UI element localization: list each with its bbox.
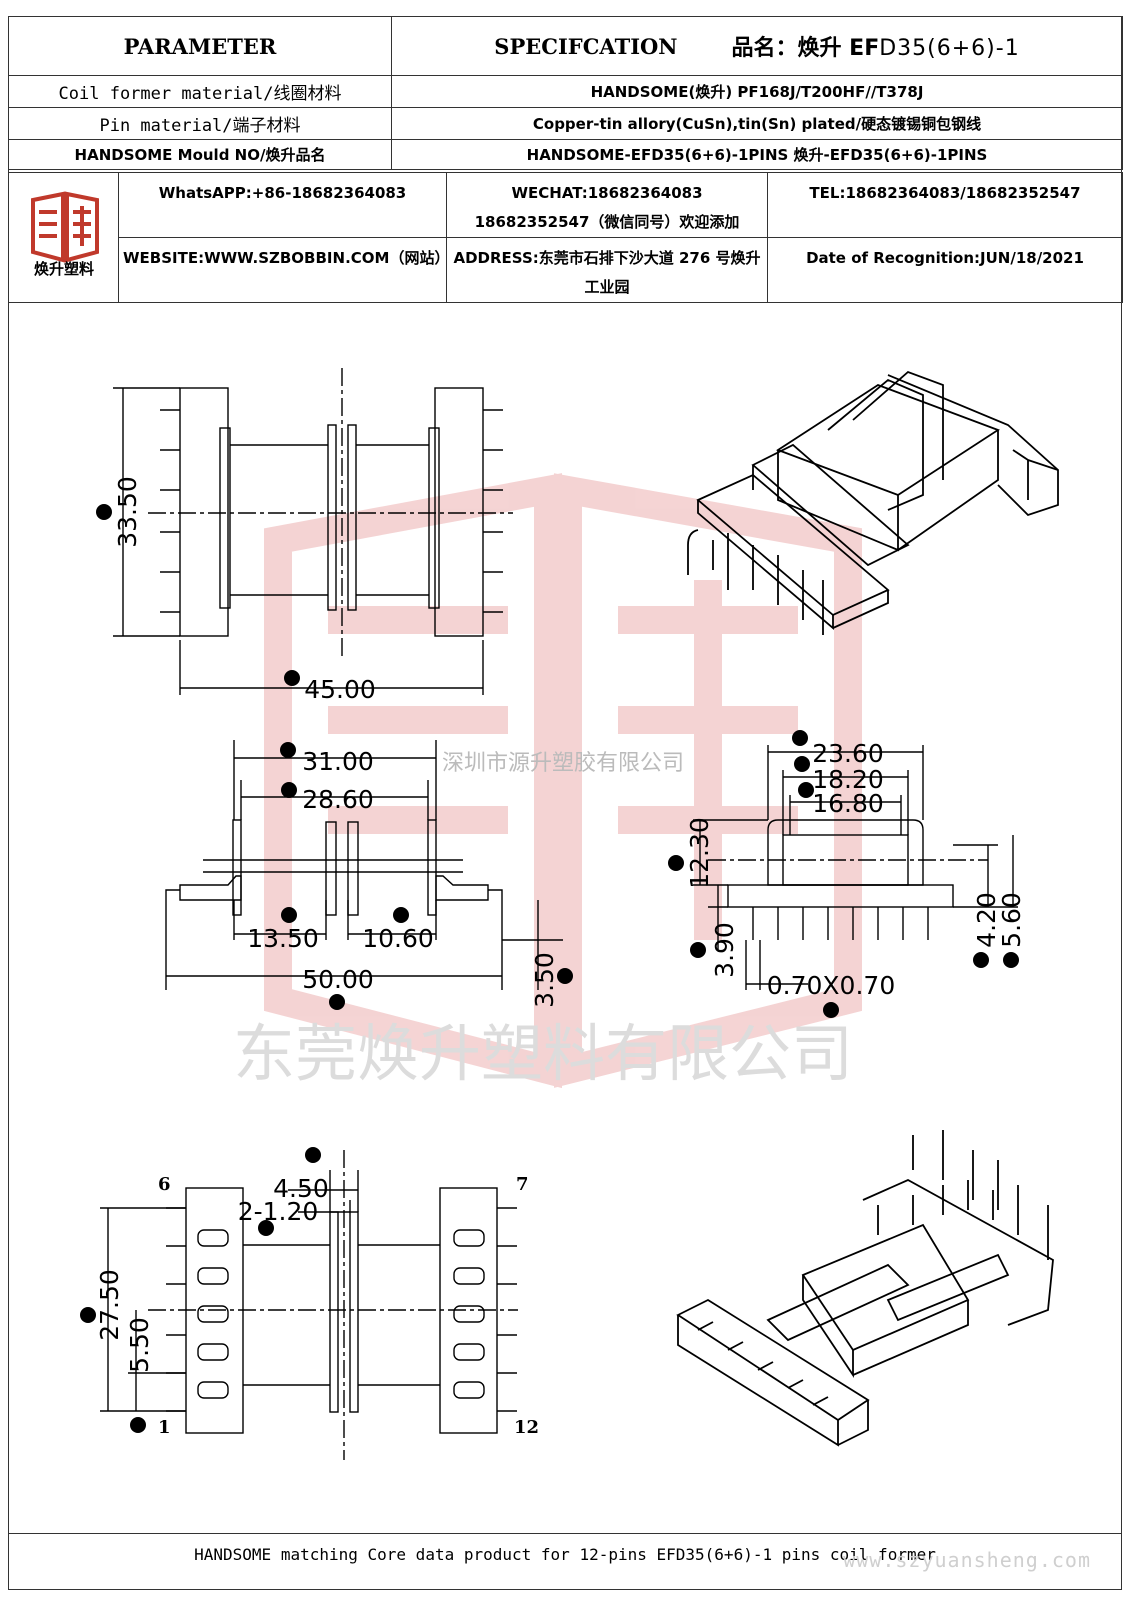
company-info-table: 焕升塑料 WhatsAPP:+86-18682364083 WECHAT:186…	[8, 172, 1123, 303]
coil-material-label: Coil former material/线圈材料	[8, 75, 392, 108]
bottom-view	[100, 1150, 518, 1460]
pin-number-labels: 6 7 1 12	[158, 1174, 539, 1438]
iso-view-top	[687, 370, 1059, 635]
title-row: PARAMETER SPECIFCATION 品名：焕升 EFD35(6+6)-…	[8, 16, 1123, 76]
pin-label-6: 6	[158, 1174, 171, 1195]
dim-m: 16.80	[812, 789, 884, 818]
dim-c: 31.00	[302, 747, 374, 776]
table-row: HANDSOME Mould NO/焕升品名 HANDSOME-EFD35(6+…	[8, 139, 1123, 170]
dim-f: 10.60	[362, 924, 434, 953]
dim-pin: 0.70X0.70	[767, 971, 895, 1000]
dim-l: 18.20	[812, 765, 884, 794]
plan-pins-left	[160, 409, 180, 613]
watermark-url: www.szyuansheng.com	[843, 1548, 1091, 1572]
logo-text: 焕升塑料	[33, 260, 93, 276]
dim-d: 28.60	[302, 785, 374, 814]
dim-b: 45.00	[304, 675, 376, 704]
footer-note: HANDSOME matching Core data product for …	[8, 1533, 1122, 1576]
technical-drawing: 深圳市源升塑胶有限公司 东莞焕升塑料有限公司	[80, 368, 1059, 1460]
whatsapp: WhatsAPP:+86-18682364083	[118, 172, 447, 238]
iso-view-bottom	[676, 1130, 1054, 1447]
dim-h: 3.50	[530, 952, 559, 1008]
recognition-date: Date of Recognition:JUN/18/2021	[767, 237, 1123, 303]
website: WEBSITE:WWW.SZBOBBIN.COM（网站）	[118, 237, 449, 303]
dim-q: 4.50	[273, 1174, 329, 1203]
specification-heading: SPECIFCATION 品名：焕升 EFD35(6+6)-1	[391, 16, 1123, 76]
dim-n: 3.90	[710, 922, 739, 978]
mould-no-value: HANDSOME-EFD35(6+6)-1PINS 焕升-EFD35(6+6)-…	[391, 139, 1123, 170]
dimension-markers	[80, 504, 1019, 1433]
dimension-labels: 33.50 45.00 31.00 28.60 13.50 10.60 50.0…	[95, 476, 1026, 1373]
product-name: 品名：焕升 EFD35(6+6)-1	[731, 36, 1020, 61]
address: ADDRESS:东莞市石排下沙大道 276 号焕升工业园	[446, 237, 768, 303]
pin-material-label: Pin material/端子材料	[8, 107, 392, 140]
plan-pins-right	[483, 409, 503, 613]
plan-view	[113, 368, 513, 695]
side-view	[693, 745, 1018, 990]
parameter-heading: PARAMETER	[8, 16, 392, 76]
pin-material-value: Copper-tin allory(CuSn),tin(Sn) plated/硬…	[391, 107, 1123, 140]
parameter-table: PARAMETER SPECIFCATION 品名：焕升 EFD35(6+6)-…	[8, 16, 1123, 170]
coil-material-value: HANDSOME(焕升) PF168J/T200HF//T378J	[391, 75, 1123, 108]
dim-e: 13.50	[247, 924, 319, 953]
watermark-logo	[264, 473, 862, 1089]
watermark-text-1: 深圳市源升塑胶有限公司	[442, 751, 684, 776]
dim-t: 5.50	[125, 1317, 154, 1373]
dim-g: 50.00	[302, 965, 374, 994]
dim-r: 2-1.20	[238, 1197, 319, 1226]
dim-p: 5.60	[997, 892, 1026, 948]
pin-label-7: 7	[516, 1174, 529, 1195]
watermark-text-2: 东莞焕升塑料有限公司	[233, 1017, 853, 1090]
dim-s: 27.50	[95, 1269, 124, 1341]
dim-j: 12.30	[685, 817, 714, 889]
dim-a: 33.50	[113, 476, 142, 548]
pin-label-1: 1	[158, 1417, 171, 1438]
company-logo: 焕升塑料	[8, 172, 119, 303]
pin-label-12: 12	[514, 1417, 539, 1438]
bottom-slots-left	[197, 1229, 229, 1399]
spec-title: SPECIFCATION	[494, 33, 678, 59]
telephone: TEL:18682364083/18682352547	[767, 172, 1123, 238]
bottom-slots-right	[453, 1229, 485, 1399]
table-row: Pin material/端子材料 Copper-tin allory(CuSn…	[8, 107, 1123, 140]
dim-o: 4.20	[972, 892, 1001, 948]
front-view	[165, 740, 563, 990]
mould-no-label: HANDSOME Mould NO/焕升品名	[8, 139, 392, 170]
dim-k: 23.60	[812, 739, 884, 768]
table-row: Coil former material/线圈材料 HANDSOME(焕升) P…	[8, 75, 1123, 108]
logo-mark-icon: 焕升塑料	[30, 191, 99, 278]
side-pins	[752, 907, 929, 940]
